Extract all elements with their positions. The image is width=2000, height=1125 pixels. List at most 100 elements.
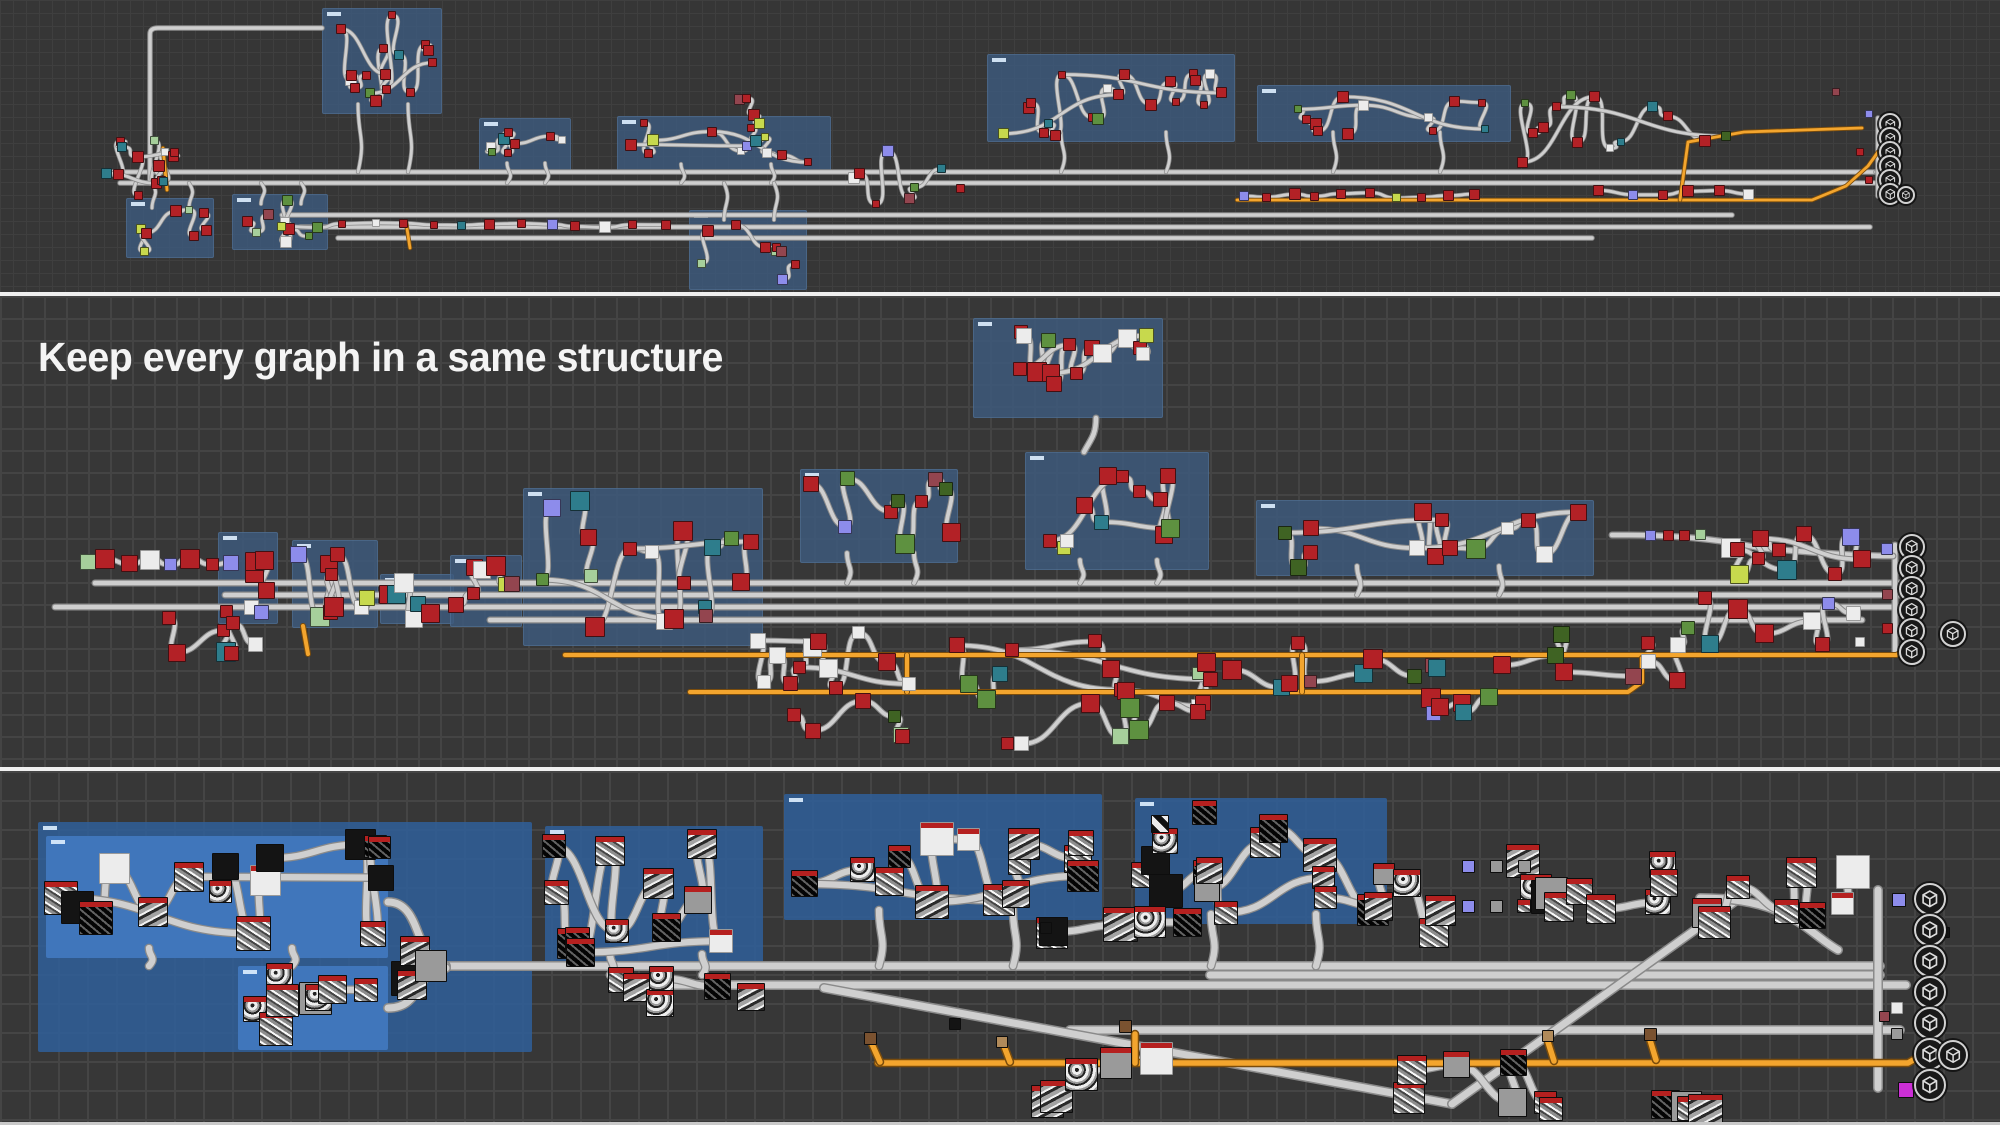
graph-node[interactable] xyxy=(257,581,275,599)
graph-node[interactable] xyxy=(1136,347,1151,362)
graph-node[interactable] xyxy=(94,549,115,570)
graph-node[interactable] xyxy=(1058,70,1067,79)
graph-node[interactable] xyxy=(1662,529,1674,541)
graph-node[interactable] xyxy=(804,158,813,167)
graph-node[interactable] xyxy=(1694,528,1706,540)
graph-node[interactable] xyxy=(1501,522,1515,536)
graph-node[interactable] xyxy=(786,707,801,722)
graph-node[interactable] xyxy=(504,127,514,137)
graph-node[interactable] xyxy=(1898,1082,1914,1098)
graph-node[interactable] xyxy=(661,219,672,230)
graph-node[interactable] xyxy=(1500,1049,1528,1077)
graph-node[interactable] xyxy=(311,222,323,234)
graph-node[interactable] xyxy=(1489,859,1503,873)
graph-node[interactable] xyxy=(1852,550,1871,569)
graph-node[interactable] xyxy=(1841,528,1860,547)
graph-node[interactable] xyxy=(1392,1081,1425,1114)
graph-node[interactable] xyxy=(872,200,881,209)
graph-node[interactable] xyxy=(1102,83,1112,93)
graph-node[interactable] xyxy=(584,569,599,584)
graph-node[interactable] xyxy=(644,148,654,158)
graph-node[interactable] xyxy=(1002,879,1031,908)
graph-node[interactable] xyxy=(1197,652,1217,672)
graph-node[interactable] xyxy=(1493,656,1512,675)
graph-node[interactable] xyxy=(838,519,853,534)
graph-node[interactable] xyxy=(140,549,161,570)
graph-node[interactable] xyxy=(235,916,271,952)
graph-node[interactable] xyxy=(361,70,371,80)
graph-node[interactable] xyxy=(1814,637,1830,653)
graph-node[interactable] xyxy=(754,117,766,129)
graph-node[interactable] xyxy=(1477,98,1486,107)
graph-node[interactable] xyxy=(1644,529,1656,541)
graph-node[interactable] xyxy=(485,556,506,577)
graph-node[interactable] xyxy=(888,710,902,724)
graph-node[interactable] xyxy=(1158,694,1175,711)
graph-node[interactable] xyxy=(1291,635,1306,650)
graph-node[interactable] xyxy=(1133,906,1166,939)
graph-node[interactable] xyxy=(1044,118,1054,128)
graph-node[interactable] xyxy=(1730,541,1746,557)
output-node[interactable] xyxy=(1940,621,1966,647)
graph-node[interactable] xyxy=(1546,647,1564,665)
graph-node[interactable] xyxy=(1668,672,1686,690)
graph-node[interactable] xyxy=(371,218,380,227)
graph-node[interactable] xyxy=(349,83,360,94)
graph-node[interactable] xyxy=(1802,612,1821,631)
graph-node[interactable] xyxy=(1191,800,1217,826)
graph-node[interactable] xyxy=(1881,588,1893,600)
graph-node[interactable] xyxy=(977,690,997,710)
graph-node[interactable] xyxy=(639,118,648,127)
graph-node[interactable] xyxy=(1302,520,1319,537)
graph-node[interactable] xyxy=(775,245,787,257)
graph-node[interactable] xyxy=(746,123,755,132)
graph-node[interactable] xyxy=(1606,144,1615,153)
graph-node[interactable] xyxy=(1067,829,1094,856)
graph-node[interactable] xyxy=(1726,874,1751,899)
graph-node[interactable] xyxy=(1118,69,1130,81)
graph-node[interactable] xyxy=(853,167,865,179)
graph-node[interactable] xyxy=(1570,503,1588,521)
graph-node[interactable] xyxy=(324,596,345,617)
graph-node[interactable] xyxy=(159,176,169,186)
graph-node[interactable] xyxy=(1754,624,1774,644)
graph-node[interactable] xyxy=(370,95,383,108)
graph-node[interactable] xyxy=(949,1018,961,1030)
graph-node[interactable] xyxy=(318,975,348,1005)
graph-node[interactable] xyxy=(1646,100,1658,112)
graph-node[interactable] xyxy=(101,167,113,179)
graph-node[interactable] xyxy=(852,626,866,640)
graph-node[interactable] xyxy=(198,208,209,219)
graph-node[interactable] xyxy=(1892,893,1906,907)
graph-node[interactable] xyxy=(1171,97,1180,106)
graph-node[interactable] xyxy=(840,471,856,486)
output-node[interactable] xyxy=(1914,914,1946,946)
graph-node[interactable] xyxy=(1216,87,1228,99)
graph-node[interactable] xyxy=(1290,559,1308,577)
graph-node[interactable] xyxy=(169,205,182,218)
graph-node[interactable] xyxy=(1363,891,1393,921)
graph-node[interactable] xyxy=(736,983,765,1012)
graph-node[interactable] xyxy=(1776,560,1797,581)
graph-node[interactable] xyxy=(1406,668,1422,684)
graph-node[interactable] xyxy=(877,653,896,672)
graph-node[interactable] xyxy=(1434,512,1449,527)
graph-node[interactable] xyxy=(185,205,194,214)
graph-node[interactable] xyxy=(645,544,660,559)
graph-node[interactable] xyxy=(78,900,113,935)
graph-node[interactable] xyxy=(112,169,124,181)
graph-node[interactable] xyxy=(466,586,480,600)
graph-node[interactable] xyxy=(1427,547,1445,565)
graph-node[interactable] xyxy=(279,236,292,249)
graph-node[interactable] xyxy=(1469,188,1481,200)
output-node[interactable] xyxy=(1899,639,1925,665)
graph-node[interactable] xyxy=(1173,907,1203,937)
graph-node[interactable] xyxy=(992,666,1009,683)
graph-node[interactable] xyxy=(265,983,299,1017)
graph-node[interactable] xyxy=(1424,113,1434,123)
graph-node[interactable] xyxy=(1785,857,1817,889)
graph-node[interactable] xyxy=(428,58,438,68)
graph-node[interactable] xyxy=(1012,361,1027,376)
graph-node[interactable] xyxy=(1149,874,1184,909)
graph-node[interactable] xyxy=(761,133,769,142)
